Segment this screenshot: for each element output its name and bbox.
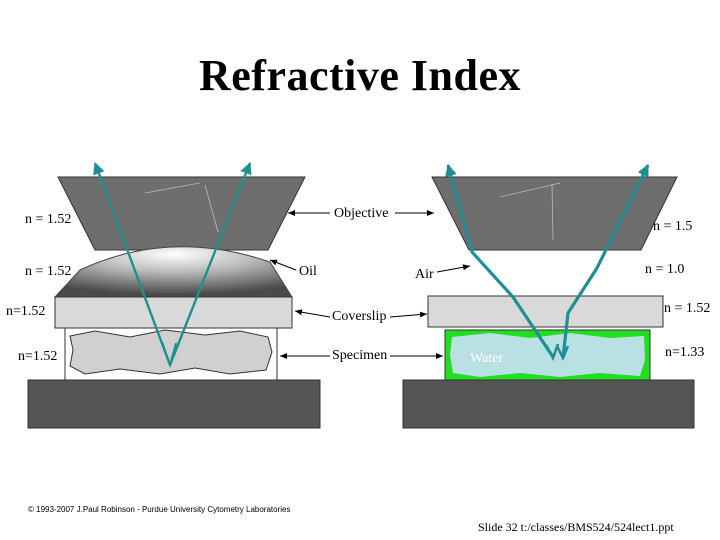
right-light-ray	[445, 164, 555, 358]
left-light-ray	[93, 162, 172, 366]
coverslip-label: Coverslip	[332, 309, 387, 324]
right-light-ray-arrow	[555, 345, 570, 362]
right-objective-glint	[499, 182, 561, 198]
coverslip-arrow-right	[389, 311, 428, 318]
right-coverslip	[427, 295, 664, 328]
left-oil-index: n = 1.52	[25, 264, 72, 279]
objective-label: Objective	[334, 206, 389, 221]
right-objective-glint	[551, 183, 554, 241]
oil-arrow	[269, 259, 297, 271]
left-oil-drop	[53, 246, 293, 298]
left-objective-lens	[57, 176, 306, 251]
right-coverslip-index: n = 1.52	[664, 301, 711, 316]
right-light-ray	[561, 164, 650, 359]
specimen-label: Specimen	[332, 348, 388, 363]
right-light-ray-arrow	[544, 343, 560, 362]
left-objective-glint	[204, 184, 219, 233]
oil-label: Oil	[299, 264, 317, 279]
left-light-ray-arrow	[161, 341, 177, 369]
left-specimen-tissue	[69, 329, 273, 375]
left-coverslip-index: n=1.52	[6, 304, 46, 319]
right-water-index: n=1.33	[665, 345, 705, 360]
right-air-index: n = 1.0	[645, 262, 685, 277]
coverslip-arrow	[294, 309, 331, 318]
right-stage	[402, 379, 695, 429]
water-label: Water	[470, 351, 504, 366]
left-coverslip	[54, 296, 293, 329]
left-objective-index: n = 1.52	[25, 212, 72, 227]
left-stage	[27, 379, 321, 429]
air-arrow	[436, 264, 471, 273]
left-objective-glint	[144, 182, 201, 194]
air-label: Air	[415, 267, 434, 282]
right-objective-index: n = 1.5	[653, 219, 693, 234]
right-water-specimen	[450, 333, 645, 377]
copyright-notice: © 1993-2007 J.Paul Robinson - Purdue Uni…	[28, 505, 291, 514]
left-specimen-index: n=1.52	[18, 349, 58, 364]
slide-title: Refractive Index	[198, 51, 521, 100]
slide-info: Slide 32 t:/classes/BMS524/524lect1.ppt	[478, 520, 674, 534]
left-light-ray	[168, 162, 252, 366]
